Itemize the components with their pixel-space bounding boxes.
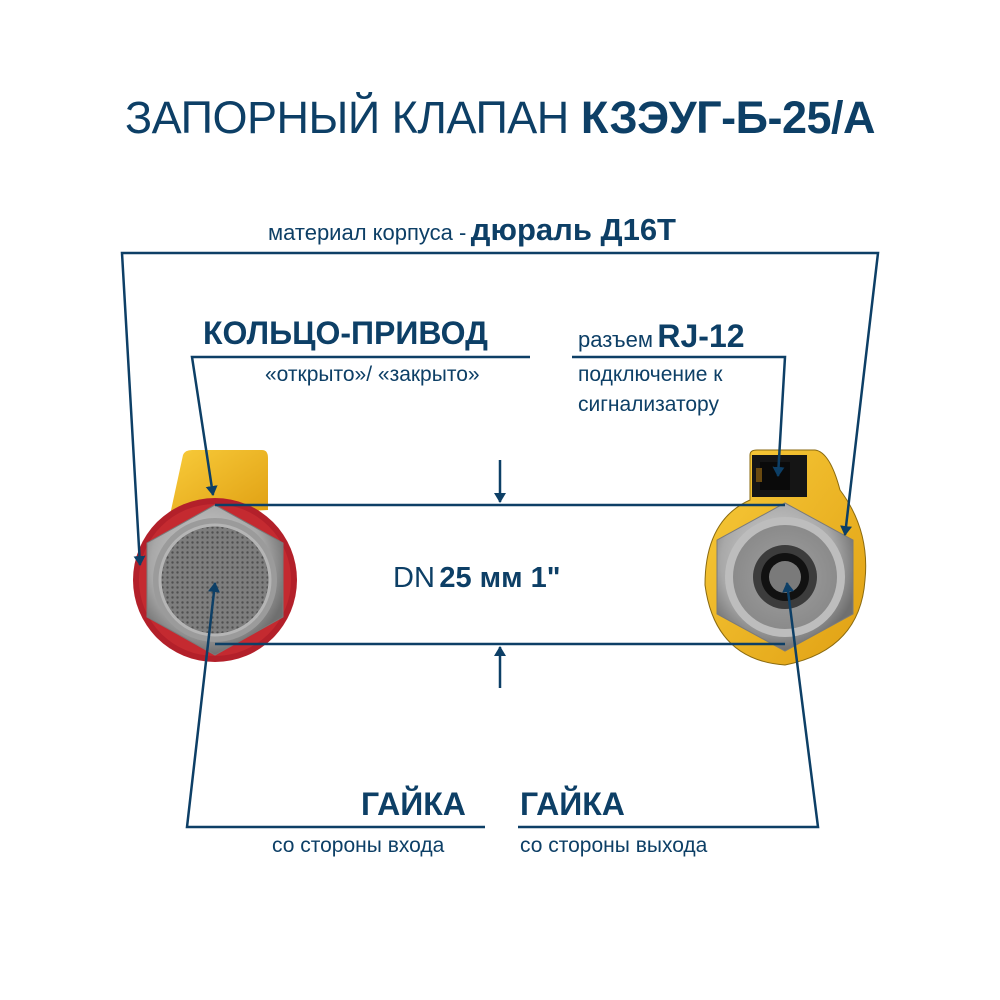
dimension-label: DN 25 мм 1" <box>393 562 561 595</box>
leader-lines <box>120 251 880 829</box>
nut-inlet-label: ГАЙКА <box>361 786 466 822</box>
nut-outlet-sub: со стороны выхода <box>520 834 708 857</box>
material-value: дюраль Д16Т <box>470 212 676 247</box>
page-title: ЗАПОРНЫЙ КЛАПАН КЗЭУГ-Б-25/А <box>0 92 1000 144</box>
connector-prefix: разъем <box>578 327 653 352</box>
title-regular: ЗАПОРНЫЙ КЛАПАН <box>124 92 569 143</box>
nut-inlet-sub: со стороны входа <box>272 834 445 857</box>
title-model: КЗЭУГ-Б-25/А <box>580 92 876 143</box>
outlet-ball <box>769 561 801 593</box>
ring-drive-label: КОЛЬЦО-ПРИВОД <box>203 315 488 351</box>
outlet-valve <box>704 449 867 666</box>
inlet-handle <box>170 450 268 515</box>
connector-value: RJ-12 <box>657 318 745 354</box>
material-prefix: материал корпуса - <box>268 220 467 245</box>
connector-label: разъем RJ-12 <box>578 318 745 355</box>
connector-sub-2: сигнализатору <box>578 393 720 416</box>
connector-sub-1: подключение к <box>578 363 723 386</box>
nut-outlet-label: ГАЙКА <box>520 786 625 822</box>
ring-drive-sub: «открыто»/ «закрыто» <box>265 363 480 386</box>
dimension-prefix: DN <box>393 562 435 594</box>
inlet-valve <box>133 450 297 662</box>
dimension-value: 25 мм 1" <box>439 562 561 594</box>
inlet-mesh-filter <box>160 525 270 635</box>
material-label: материал корпуса - дюраль Д16Т <box>268 212 676 248</box>
